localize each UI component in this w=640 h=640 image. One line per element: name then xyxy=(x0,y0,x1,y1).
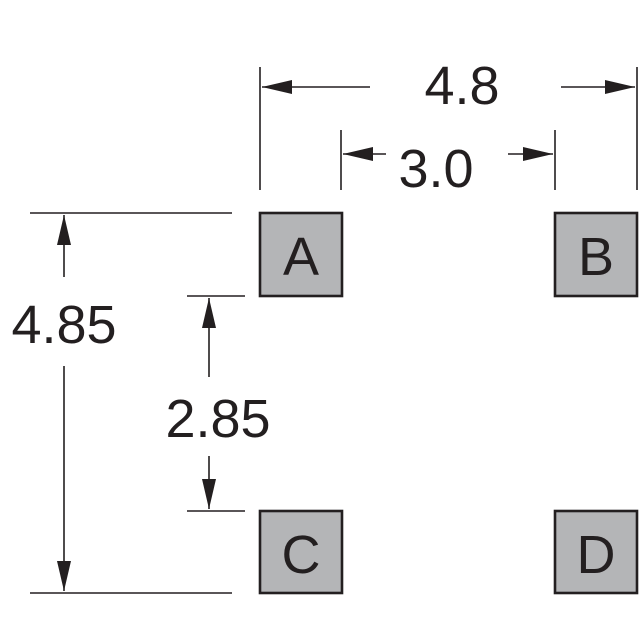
dimension-label-overall-height: 4.85 xyxy=(11,295,116,355)
pad-label-a: A xyxy=(283,227,319,287)
dimension-inner-width: 3.0 xyxy=(343,139,553,199)
pad-c: C xyxy=(258,509,344,595)
dimension-label-inner-width: 3.0 xyxy=(398,139,473,199)
arrowhead-left xyxy=(262,80,292,94)
pad-b: B xyxy=(553,211,639,298)
dimension-overall-height: 4.85 xyxy=(11,215,117,591)
arrowhead-left xyxy=(343,147,373,161)
pad-a: A xyxy=(258,211,344,298)
arrowhead-up xyxy=(202,298,216,328)
arrowhead-down xyxy=(202,479,216,509)
pad-d: D xyxy=(553,509,639,595)
dimension-overall-width: 4.8 xyxy=(262,56,635,116)
arrowhead-right xyxy=(523,147,553,161)
pad-label-b: B xyxy=(578,227,614,287)
pad-label-c: C xyxy=(282,525,321,585)
pad-label-d: D xyxy=(577,525,616,585)
dimension-inner-height: 2.85 xyxy=(165,298,271,509)
arrowhead-right xyxy=(605,80,635,94)
dimension-label-overall-width: 4.8 xyxy=(424,56,499,116)
arrowhead-up xyxy=(57,215,71,245)
dimension-label-inner-height: 2.85 xyxy=(165,389,270,449)
arrowhead-down xyxy=(57,561,71,591)
